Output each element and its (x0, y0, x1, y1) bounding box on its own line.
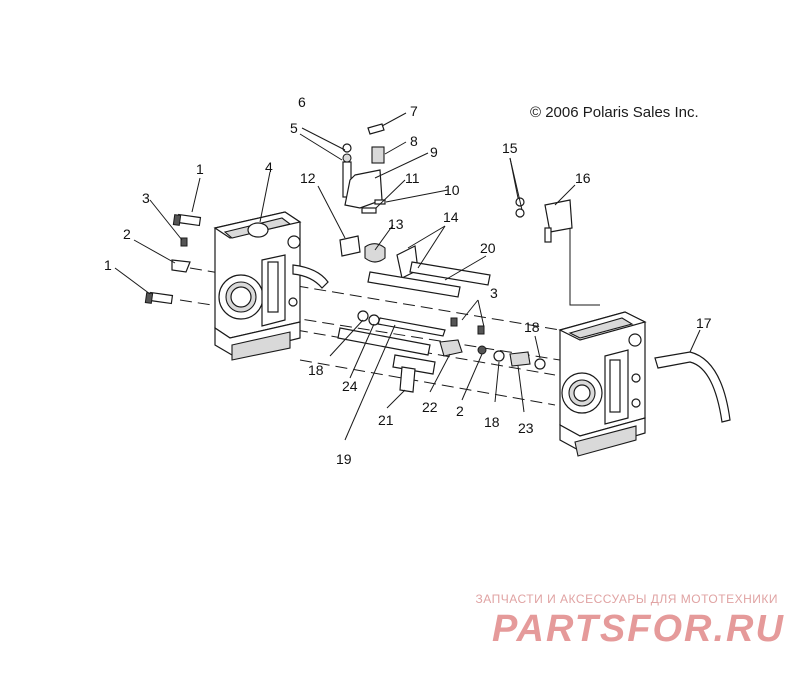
callout-12: 12 (300, 170, 316, 186)
callout-17: 17 (696, 315, 712, 331)
callout-15: 15 (502, 140, 518, 156)
callout-20: 20 (480, 240, 496, 256)
callout-2-left: 2 (123, 226, 131, 242)
callout-1-upper: 1 (196, 161, 204, 177)
callout-23: 23 (518, 420, 534, 436)
watermark-logo: PARTSFOR.RU (492, 608, 785, 650)
callout-8: 8 (410, 133, 418, 149)
callout-4: 4 (265, 159, 273, 175)
screw-upper (172, 213, 202, 227)
small-hardware (357, 310, 546, 370)
small-screw (180, 237, 188, 247)
callout-9: 9 (430, 144, 438, 160)
callout-3-left: 3 (142, 190, 150, 206)
callout-18-center: 18 (484, 414, 500, 430)
callout-22: 22 (422, 399, 438, 415)
clip (171, 259, 191, 273)
callout-13: 13 (388, 216, 404, 232)
callout-1-lower: 1 (104, 257, 112, 273)
callout-11: 11 (405, 170, 420, 186)
callout-7: 7 (410, 103, 418, 119)
shafts (337, 261, 491, 393)
callout-18-left: 18 (308, 362, 324, 378)
callout-10: 10 (444, 182, 460, 198)
callout-18-right: 18 (524, 319, 540, 335)
callout-16: 16 (575, 170, 591, 186)
callout-3-center: 3 (490, 285, 498, 301)
callout-5: 5 (290, 120, 298, 136)
right-carburetor (558, 311, 647, 457)
fuel-hose (654, 351, 731, 423)
right-bracket (515, 197, 573, 243)
throttle-linkage (339, 123, 419, 279)
callout-6: 6 (298, 94, 306, 110)
copyright-notice: © 2006 Polaris Sales Inc. (530, 104, 699, 121)
callout-14: 14 (443, 209, 459, 225)
callout-21: 21 (378, 412, 394, 428)
callout-labels: 1 1 2 2 3 3 4 5 6 7 8 9 10 11 12 13 14 1… (104, 94, 712, 467)
callout-19: 19 (336, 451, 352, 467)
left-carburetor (213, 211, 329, 361)
watermark-tagline: ЗАПЧАСТИ И АКСЕССУАРЫ ДЛЯ МОТОТЕХНИКИ (475, 592, 778, 606)
callout-24: 24 (342, 378, 358, 394)
screw-lower (144, 291, 174, 305)
callout-2-center: 2 (456, 403, 464, 419)
leader-lines (114, 112, 701, 441)
